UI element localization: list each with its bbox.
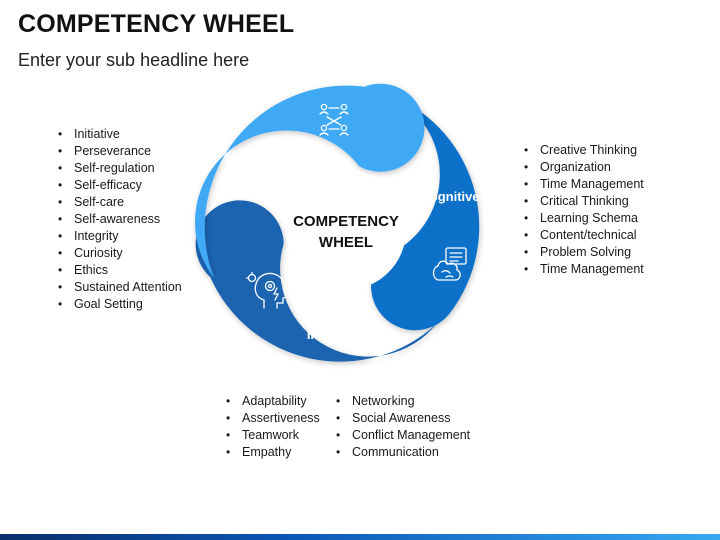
page-subtitle: Enter your sub headline here — [18, 50, 250, 70]
list-item: Communication — [334, 444, 470, 461]
wheel-center — [286, 170, 406, 290]
list-item: Conflict Management — [334, 427, 470, 444]
list-item: Organization — [522, 159, 644, 176]
list-item: Content/technical — [522, 227, 644, 244]
list-item: Social Awareness — [334, 410, 470, 427]
list-item: Adaptability — [224, 393, 320, 410]
list-item: Time Management — [522, 261, 644, 278]
intrapersonal-list: Initiative Perseverance Self-regulation … — [56, 126, 182, 313]
list-item: Networking — [334, 393, 470, 410]
center-title-line1: COMPETENCY — [293, 213, 399, 230]
list-item: Teamwork — [224, 427, 320, 444]
intrapersonal-segment — [195, 83, 425, 278]
footer-accent-bar — [0, 534, 720, 540]
list-item: Empathy — [224, 444, 320, 461]
list-item: Self-regulation — [56, 160, 182, 177]
list-item: Perseverance — [56, 143, 182, 160]
cognitive-label: Cognitive — [420, 189, 479, 204]
list-item: Goal Setting — [56, 296, 182, 313]
list-item: Creative Thinking — [522, 142, 644, 159]
list-item: Curiosity — [56, 245, 182, 262]
cognitive-segment — [371, 91, 480, 331]
head-gears-icon — [245, 271, 289, 309]
brain-document-icon — [432, 247, 467, 281]
center-title-line2: WHEEL — [319, 234, 373, 251]
interpersonal-segment — [195, 200, 437, 362]
list-item: Learning Schema — [522, 210, 644, 227]
intrapersonal-label: Intrapersonal — [232, 148, 314, 163]
interpersonal-label: Interpersonal — [307, 327, 389, 342]
page-title: COMPETENCY WHEEL — [18, 10, 295, 38]
interpersonal-list-right: Networking Social Awareness Conflict Man… — [334, 393, 470, 461]
list-item: Self-efficacy — [56, 177, 182, 194]
list-item: Sustained Attention — [56, 279, 182, 296]
list-item: Initiative — [56, 126, 182, 143]
list-item: Ethics — [56, 262, 182, 279]
list-item: Time Management — [522, 176, 644, 193]
list-item: Problem Solving — [522, 244, 644, 261]
interpersonal-list-left: Adaptability Assertiveness Teamwork Empa… — [224, 393, 320, 461]
list-item: Integrity — [56, 228, 182, 245]
list-item: Self-awareness — [56, 211, 182, 228]
network-people-icon — [319, 103, 349, 136]
list-item: Assertiveness — [224, 410, 320, 427]
cognitive-list: Creative Thinking Organization Time Mana… — [522, 142, 644, 278]
list-item: Critical Thinking — [522, 193, 644, 210]
list-item: Self-care — [56, 194, 182, 211]
